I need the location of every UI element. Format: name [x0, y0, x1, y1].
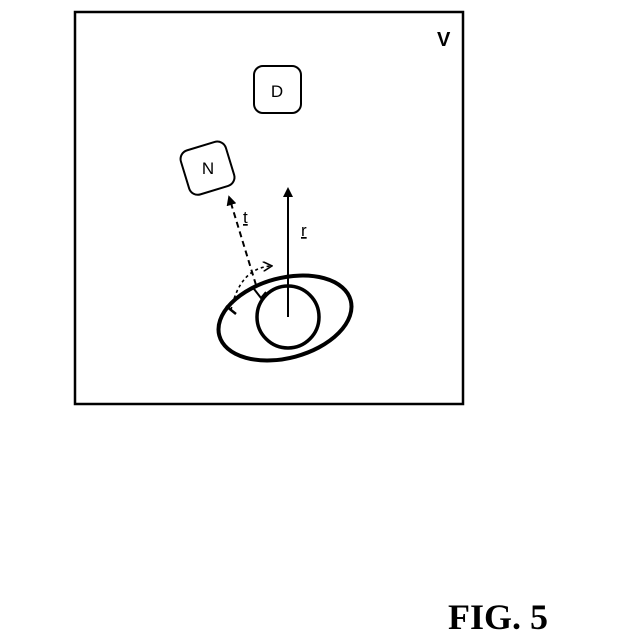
vector-r-label: r	[301, 221, 307, 240]
box-n-label: N	[202, 159, 214, 178]
box-d-label: D	[271, 82, 283, 101]
outer-ellipse	[209, 262, 361, 374]
figure-caption: FIG. 5	[448, 597, 548, 637]
vector-t-label: t	[243, 208, 248, 227]
region-v-frame	[75, 12, 463, 404]
region-v-label: V	[437, 29, 451, 51]
